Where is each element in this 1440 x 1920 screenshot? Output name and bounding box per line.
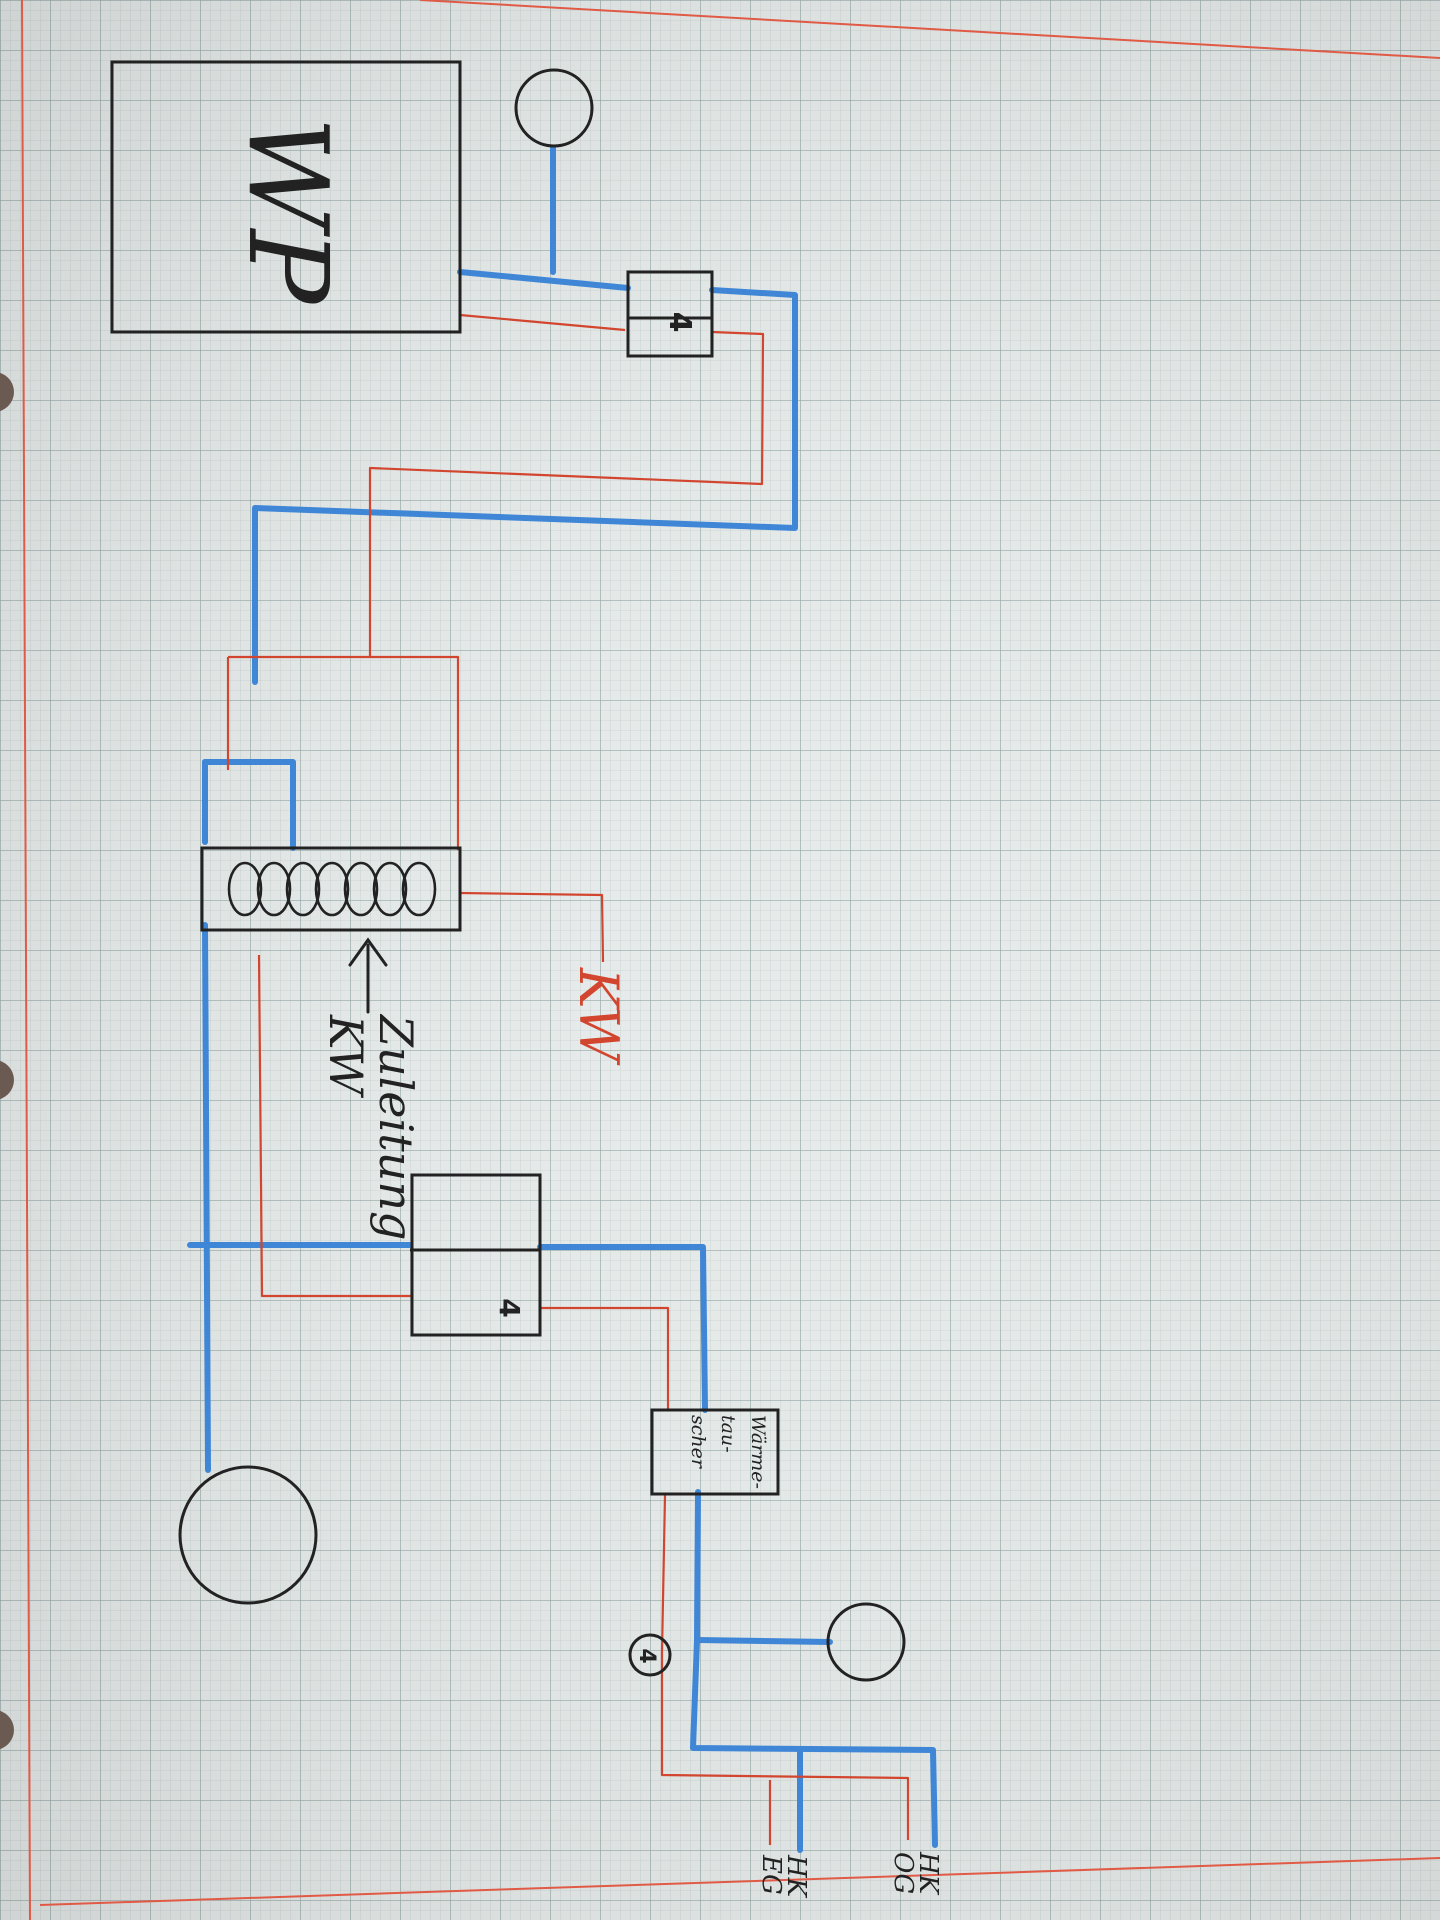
coil-loop	[285, 861, 321, 917]
cold-pipes	[187, 145, 938, 1853]
kw-outlet-label: KW	[567, 967, 630, 1066]
components	[110, 60, 906, 1682]
pump-1-box	[626, 270, 714, 358]
pipe-hx-down	[690, 1489, 938, 1848]
margin-line-bottom	[39, 1857, 1440, 1906]
binder-hole	[0, 372, 14, 412]
heat-pump-box	[110, 60, 462, 334]
coil-loop	[343, 861, 379, 917]
pipe-wp-return	[459, 313, 626, 332]
coil-loop	[227, 861, 263, 917]
pipe-pump2-out	[537, 1244, 708, 1413]
margin-line-top	[419, 0, 1440, 59]
binder-hole	[0, 1710, 14, 1750]
labels: WP 4 4 4 Zuleitung KW KW Wärme- tau- sch…	[224, 116, 943, 1898]
hot-pipes	[226, 313, 910, 1845]
zuleitung-label: Zuleitung	[369, 1013, 423, 1240]
pipe-coil-top-loop	[228, 655, 460, 850]
pipe-coil-bridge	[202, 759, 296, 851]
margin-line-left	[21, 0, 31, 1920]
outlet-eg-line-2: EG	[756, 1854, 786, 1895]
zuleitung-arrow	[348, 937, 388, 1014]
pipe-tank3-branch	[694, 1637, 833, 1645]
coil-loops	[227, 861, 437, 917]
pipe-pump1-loop	[252, 287, 798, 685]
pipe-pump2-to-hx	[540, 1306, 670, 1410]
zuleitung-kw-label: KW	[319, 1014, 373, 1099]
pump-3-symbol: 4	[634, 1648, 659, 1663]
heat-pump-label: WP	[224, 116, 352, 305]
pump-3-circle	[628, 1633, 672, 1677]
heat-exchanger-line-3: scher	[687, 1415, 709, 1470]
pipe-coil-to-pump2	[257, 954, 412, 1298]
binder-hole	[0, 1060, 14, 1100]
pipe-kw-line	[459, 891, 605, 963]
heat-exchanger-box	[650, 1408, 780, 1496]
expansion-tank-3	[826, 1602, 906, 1682]
outlet-og-line-1: HK	[913, 1851, 943, 1896]
coil-storage	[200, 846, 462, 932]
coil-loop	[401, 861, 437, 917]
pump-1-symbol: 4	[662, 312, 697, 333]
pipe-main-vertical	[202, 922, 211, 1473]
coil-loop	[372, 861, 408, 917]
coil-loop	[314, 861, 350, 917]
heat-exchanger-line-2: tau-	[717, 1415, 739, 1453]
expansion-tank-1	[514, 68, 594, 148]
expansion-tank-2	[178, 1465, 318, 1605]
pipe-wp-to-pump1	[457, 269, 631, 291]
pump-2-box	[410, 1173, 542, 1337]
coil-loop	[256, 861, 292, 917]
pipe-pump1-return	[368, 330, 765, 657]
outlet-og-line-2: OG	[888, 1852, 918, 1894]
pipe-hx-return	[660, 1494, 910, 1840]
outlet-eg-line-1: HK	[781, 1854, 811, 1899]
pump-2-symbol: 4	[493, 1298, 526, 1317]
heat-exchanger-line-1: Wärme-	[747, 1415, 769, 1489]
